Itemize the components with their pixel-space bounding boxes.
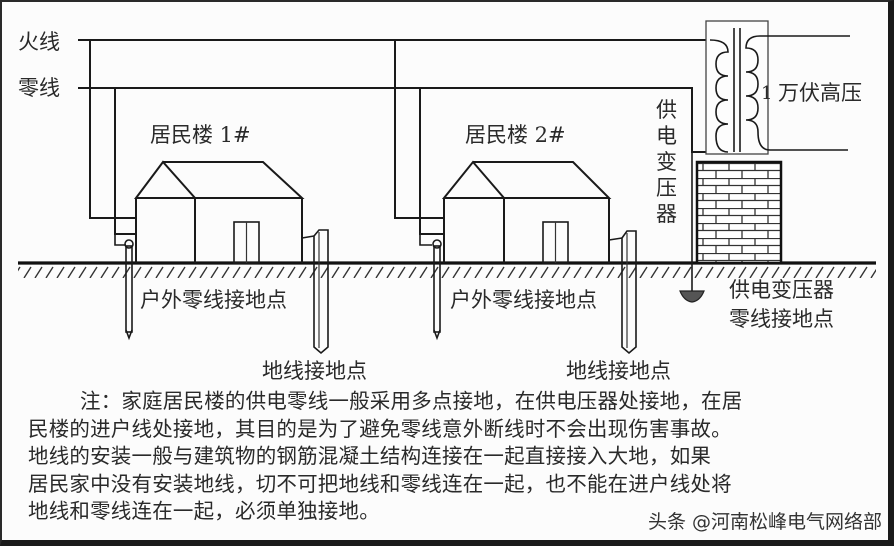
building-2-label: 居民楼 2# <box>465 123 566 147</box>
explanatory-note: 注：家庭居民楼的供电零线一般采用多点接地，在供电压器处接地，在居 民楼的进户线处… <box>28 388 888 526</box>
hv-label: 万伏高压 <box>778 81 862 105</box>
note-line: 地线和零线连在一起，必须单独接地。 <box>28 499 380 523</box>
svg-text:电: 电 <box>656 124 677 148</box>
ground-symbol-icon <box>679 290 705 303</box>
ground-hatch <box>18 264 876 278</box>
live-wire <box>78 39 710 219</box>
building-1-neutral-ground-rod <box>114 234 134 341</box>
secondary-coil-icon <box>745 35 850 151</box>
live-wire-label: 火线 <box>18 30 60 54</box>
hv-number: 1 <box>761 83 772 104</box>
note-line: 地线的安装一般与建筑物的钢筋混凝土结构连接在一起直接接入大地，如果 <box>28 444 712 468</box>
transformer-neutral-ground <box>679 152 705 303</box>
primary-coil-icon <box>709 39 729 153</box>
outdoor-neutral-ground-label-1: 户外零线接地点 <box>140 288 287 312</box>
building-2-neutral-ground-rod <box>419 234 442 341</box>
building-1-label: 居民楼 1# <box>150 123 251 147</box>
earth-ground-label-1: 地线接地点 <box>262 359 367 383</box>
neutral-wire-label: 零线 <box>18 76 60 100</box>
svg-text:供: 供 <box>656 98 677 122</box>
building-2 <box>441 160 612 264</box>
earth-ground-label-2: 地线接地点 <box>566 359 671 383</box>
note-line: 注：家庭居民楼的供电零线一般采用多点接地，在供电压器处接地，在居 <box>80 389 743 413</box>
outdoor-neutral-ground-label-2: 户外零线接地点 <box>450 288 597 312</box>
svg-text:器: 器 <box>656 202 677 226</box>
building-1-earth-ground-rod <box>301 229 329 355</box>
transformer-ground-label-1: 供电变压器 <box>729 278 834 302</box>
svg-text:压: 压 <box>656 176 677 200</box>
building-1 <box>134 160 305 264</box>
transformer <box>695 20 850 265</box>
brick-base <box>695 160 783 265</box>
note-line: 居民家中没有安装地线，切不可把地线和零线连在一起，也不能在进户线处将 <box>28 471 732 496</box>
svg-text:变: 变 <box>656 150 677 174</box>
transformer-vertical-label: 供 电 变 压 器 <box>656 98 677 226</box>
transformer-ground-label-2: 零线接地点 <box>729 307 834 331</box>
building-2-earth-ground-rod <box>608 230 637 355</box>
note-line: 民楼的进户线处接地，其目的是为了避免零线意外断线时不会出现伤害事故。 <box>28 416 732 441</box>
watermark: 头条 @河南松峰电气网络部 <box>647 511 882 533</box>
